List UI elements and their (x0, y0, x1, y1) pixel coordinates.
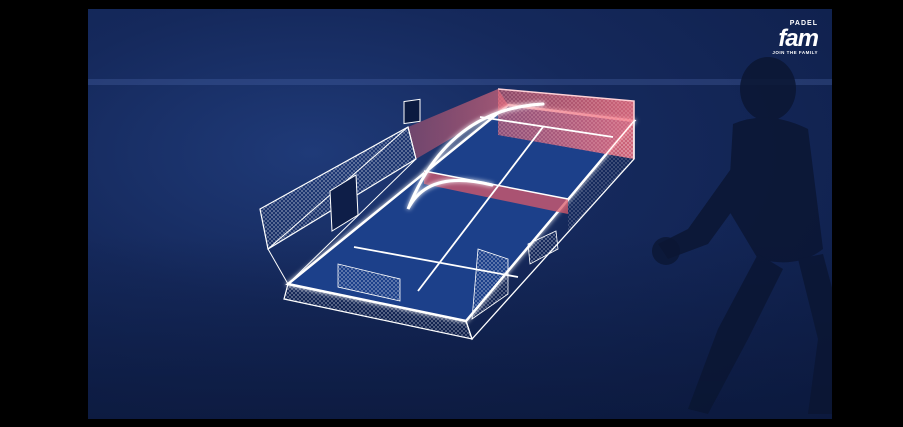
padelfam-logo: PADEL fam JOIN THE FAMILY (758, 20, 818, 60)
court-diagram (88, 9, 832, 419)
logo-tagline: JOIN THE FAMILY (758, 50, 818, 56)
video-frame[interactable]: PADEL fam JOIN THE FAMILY (88, 9, 832, 419)
logo-fam-text: fam (758, 28, 818, 50)
